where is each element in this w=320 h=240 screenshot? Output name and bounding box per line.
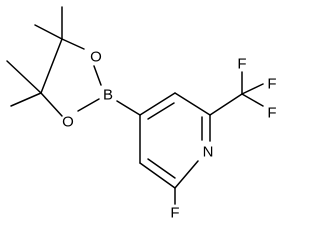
bond-b-o-upper <box>93 65 102 86</box>
atom-label-f-cf3-bottom: F <box>267 105 276 122</box>
bond-c2-n1 <box>174 160 199 189</box>
bond-c5-c4-double <box>147 102 175 120</box>
atom-label-layer: B O O N F F F F <box>62 49 276 221</box>
bond-methyl-2 <box>34 24 63 40</box>
bond-c4-b <box>116 100 141 116</box>
bond-c5-c4 <box>139 92 176 116</box>
atom-label-f-ring: F <box>170 205 179 221</box>
bond-c6-cf3 <box>209 93 243 116</box>
bond-c6-c5 <box>174 92 211 116</box>
bond-cf3-f-right <box>241 83 264 95</box>
chemical-structure: B O O N F F F F <box>6 6 277 221</box>
bond-o-lower-c <box>40 92 63 117</box>
bond-layer <box>6 6 264 205</box>
bond-b-o-lower <box>77 98 100 112</box>
atom-label-b: B <box>103 87 113 104</box>
atom-label-o-lower: O <box>62 114 74 131</box>
bond-methyl-3 <box>6 60 42 94</box>
bond-cf3-f-bottom <box>241 93 264 107</box>
bond-c3-c2-double <box>147 158 176 179</box>
bond-c-c <box>40 38 63 94</box>
bond-o-upper-c <box>61 38 85 50</box>
bond-c3-c2 <box>139 162 176 189</box>
atom-label-f-cf3-right: F <box>267 76 276 93</box>
bond-methyl-4 <box>10 92 42 107</box>
atom-label-f-cf3-top: F <box>237 56 246 73</box>
atom-label-n: N <box>203 144 214 161</box>
atom-label-o-upper: O <box>90 49 102 66</box>
